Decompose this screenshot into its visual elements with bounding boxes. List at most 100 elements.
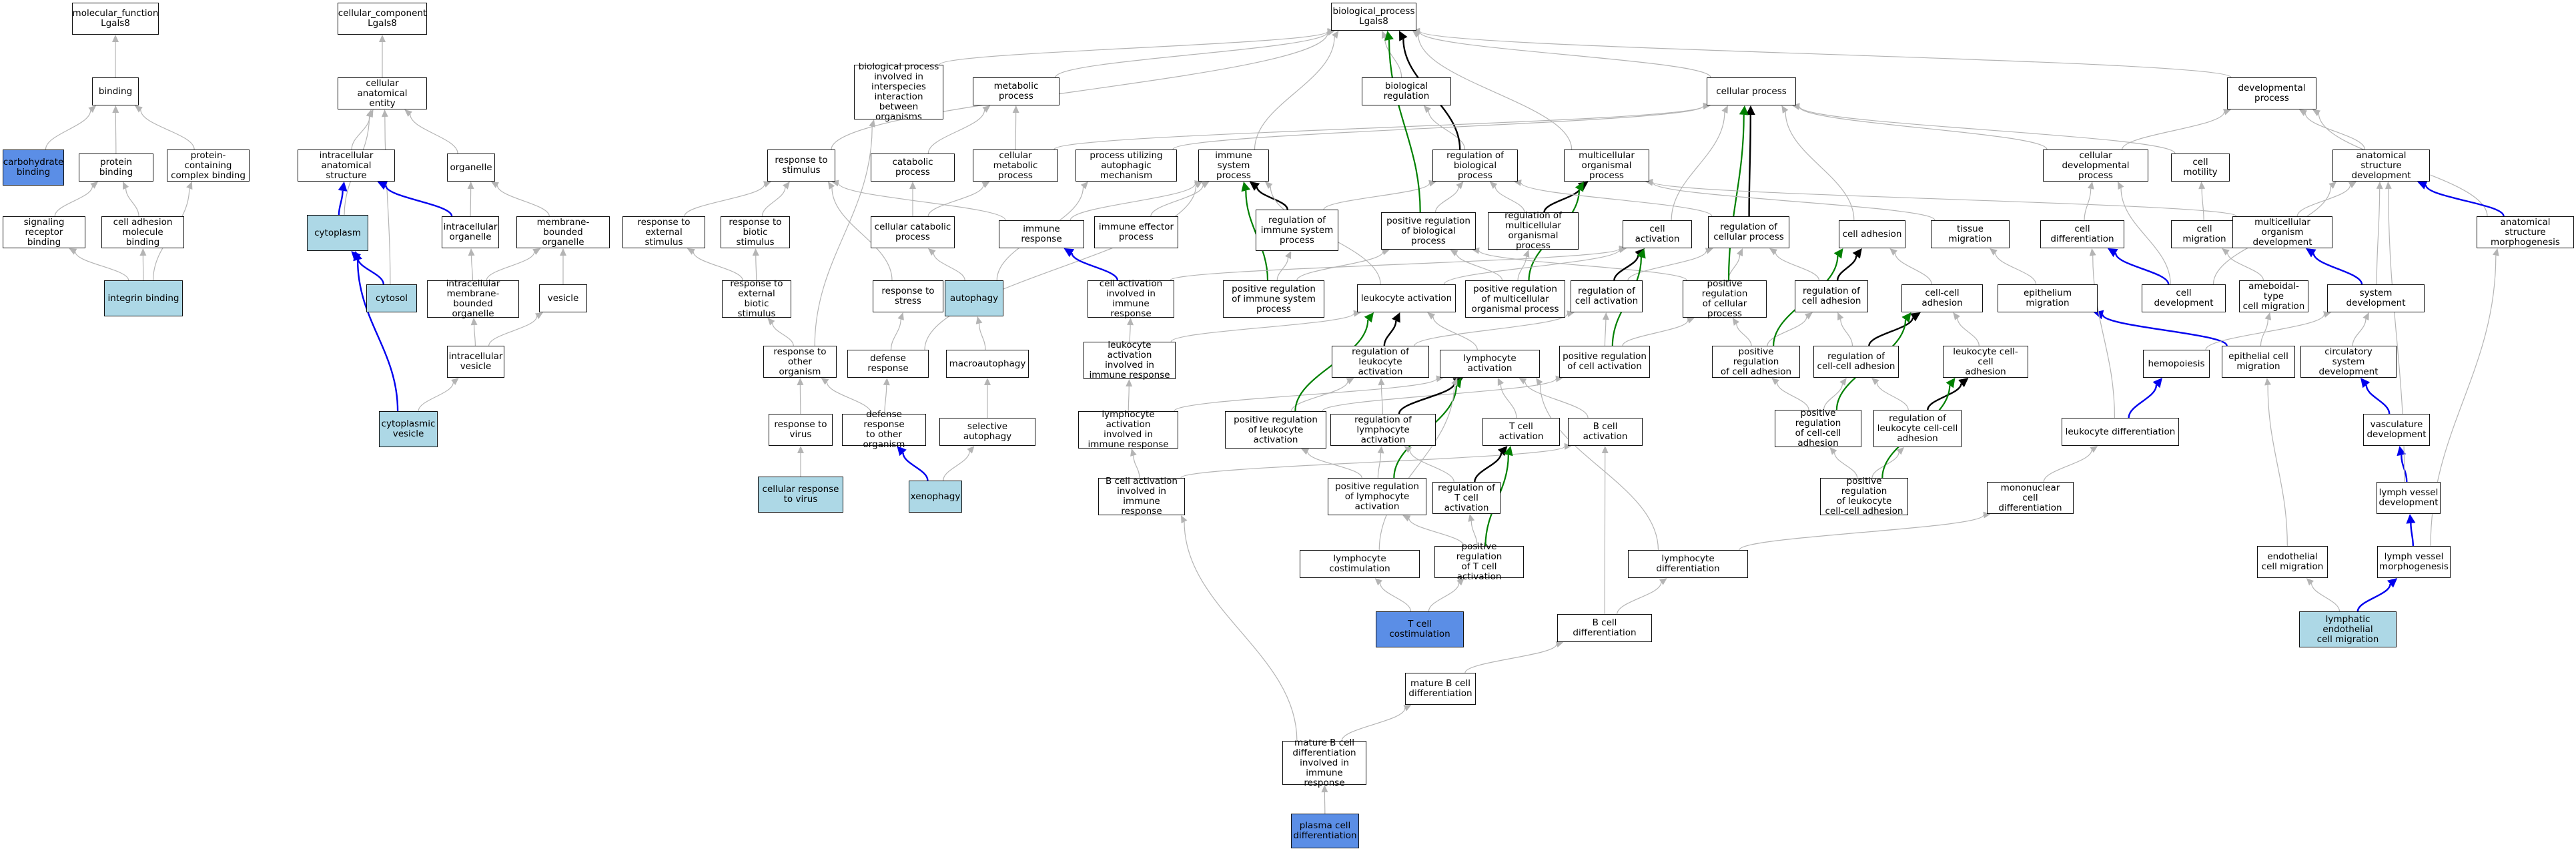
- term-node-posregbp[interactable]: positive regulation of biological proces…: [1381, 212, 1476, 250]
- term-node-epimig[interactable]: epithelium migration: [1998, 284, 2098, 312]
- term-node-bp[interactable]: biological_process Lgals8: [1331, 3, 1416, 31]
- term-node-mbdiff[interactable]: mature B cell differentiation: [1405, 673, 1476, 705]
- term-node-ccp[interactable]: cellular catabolic process: [871, 216, 955, 248]
- term-node-posregcellact[interactable]: positive regulation of cell activation: [1559, 346, 1650, 378]
- term-node-leukdiff[interactable]: leukocyte differentiation: [2062, 418, 2179, 446]
- term-node-plasma[interactable]: plasma cell differentiation: [1291, 814, 1359, 848]
- term-node-posregimm[interactable]: positive regulation of immune system pro…: [1223, 280, 1324, 318]
- term-node-rebs[interactable]: response to external biotic stimulus: [722, 279, 791, 319]
- term-node-intorg[interactable]: intracellular organelle: [442, 216, 499, 248]
- term-node-intbind[interactable]: integrin binding: [104, 280, 183, 316]
- term-node-xeno[interactable]: xenophagy: [909, 481, 962, 513]
- term-node-lymdiff[interactable]: lymphocyte differentiation: [1628, 550, 1748, 578]
- term-node-immresp[interactable]: immune response: [999, 220, 1084, 248]
- term-node-tcellact[interactable]: T cell activation: [1482, 418, 1560, 446]
- term-node-cytosol[interactable]: cytosol: [366, 284, 417, 312]
- term-node-mf[interactable]: molecular_function Lgals8: [72, 3, 159, 35]
- term-node-posregleuk[interactable]: positive regulation of leukocyte activat…: [1225, 411, 1326, 449]
- term-node-regcellact[interactable]: regulation of cell activation: [1571, 280, 1643, 312]
- term-node-pum[interactable]: process utilizing autophagic mechanism: [1076, 150, 1177, 182]
- term-node-immsys[interactable]: immune system process: [1198, 150, 1269, 182]
- term-node-respstim[interactable]: response to stimulus: [767, 150, 835, 182]
- term-node-autophagy[interactable]: autophagy: [945, 280, 1003, 316]
- term-node-srb[interactable]: signaling receptor binding: [3, 216, 85, 248]
- term-node-circsys[interactable]: circulatory system development: [2300, 346, 2397, 378]
- term-node-cellproc[interactable]: cellular process: [1707, 77, 1796, 105]
- term-node-regccadh[interactable]: regulation of cell-cell adhesion: [1813, 346, 1899, 378]
- term-node-cae[interactable]: cellular anatomical entity: [338, 77, 427, 109]
- term-node-rbs[interactable]: response to biotic stimulus: [721, 216, 790, 248]
- term-node-bioreg[interactable]: biological regulation: [1362, 77, 1451, 105]
- term-node-ieproc[interactable]: immune effector process: [1094, 216, 1178, 248]
- term-node-lymcost[interactable]: lymphocyte costimulation: [1300, 550, 1420, 578]
- term-node-defother[interactable]: defense response to other organism: [842, 410, 926, 450]
- term-node-binding[interactable]: binding: [92, 77, 139, 105]
- term-node-posregcp[interactable]: positive regulation of cellular process: [1683, 279, 1767, 319]
- term-node-vesicle[interactable]: vesicle: [539, 284, 587, 312]
- term-node-mbdiir[interactable]: mature B cell differentiation involved i…: [1282, 738, 1366, 788]
- term-node-celldev[interactable]: cell development: [2142, 284, 2226, 312]
- term-node-selaut[interactable]: selective autophagy: [939, 418, 1035, 446]
- term-node-lccadh[interactable]: leukocyte cell-cell adhesion: [1943, 346, 2028, 378]
- term-node-defresp[interactable]: defense response: [847, 350, 929, 378]
- term-node-cellmot[interactable]: cell motility: [2171, 154, 2230, 182]
- term-node-asd[interactable]: anatomical structure development: [2332, 150, 2430, 182]
- term-node-celladh[interactable]: cell adhesion: [1839, 220, 1905, 248]
- term-node-regcelladh[interactable]: regulation of cell adhesion: [1795, 280, 1868, 312]
- term-node-lymiir[interactable]: lymphocyte activation involved in immune…: [1078, 410, 1178, 450]
- term-node-reglccadh[interactable]: regulation of leukocyte cell-cell adhesi…: [1873, 410, 1962, 447]
- term-node-ameb[interactable]: ameboidal-type cell migration: [2239, 280, 2308, 312]
- term-node-celldevproc[interactable]: cellular developmental process: [2043, 150, 2148, 182]
- term-node-cellmig[interactable]: cell migration: [2171, 220, 2238, 248]
- term-node-bpinter[interactable]: biological process involved in interspec…: [854, 62, 943, 122]
- term-node-protbind[interactable]: protein binding: [79, 154, 153, 182]
- term-node-posreglymph[interactable]: positive regulation of lymphocyte activa…: [1328, 478, 1426, 515]
- term-node-cc[interactable]: cellular_component Lgals8: [338, 3, 427, 35]
- term-node-posregccadh[interactable]: positive regulation of cell-cell adhesio…: [1775, 408, 1861, 449]
- term-node-devproc[interactable]: developmental process: [2227, 77, 2316, 109]
- term-node-regcp[interactable]: regulation of cellular process: [1708, 216, 1789, 248]
- term-node-ias[interactable]: intracellular anatomical structure: [298, 150, 395, 182]
- term-node-carb[interactable]: carbohydrate binding: [3, 150, 64, 186]
- term-node-posregcelladh[interactable]: positive regulation of cell adhesion: [1712, 346, 1800, 378]
- term-node-rother[interactable]: response to other organism: [763, 346, 837, 378]
- term-node-regtcell[interactable]: regulation of T cell activation: [1432, 482, 1500, 514]
- term-node-tcost[interactable]: T cell costimulation: [1376, 611, 1464, 647]
- term-node-rstress[interactable]: response to stress: [873, 280, 943, 312]
- term-node-endomig[interactable]: endothelial cell migration: [2257, 546, 2328, 578]
- term-node-regmcop[interactable]: regulation of multicellular organismal p…: [1488, 211, 1579, 251]
- term-node-sysdev[interactable]: system development: [2327, 284, 2425, 312]
- term-node-organelle[interactable]: organelle: [447, 154, 495, 182]
- term-node-pcbind[interactable]: protein-containing complex binding: [167, 150, 250, 182]
- term-node-lecmig[interactable]: lymphatic endothelial cell migration: [2299, 611, 2397, 647]
- term-node-reglymph[interactable]: regulation of lymphocyte activation: [1330, 414, 1436, 446]
- term-node-catab[interactable]: catabolic process: [871, 154, 955, 182]
- term-node-leukact[interactable]: leukocyte activation: [1357, 284, 1456, 312]
- term-node-posreglccadh[interactable]: positive regulation of leukocyte cell-ce…: [1820, 477, 1908, 517]
- term-node-mcop[interactable]: multicellular organismal process: [1564, 150, 1649, 182]
- term-node-mcod[interactable]: multicellular organism development: [2232, 216, 2332, 248]
- term-node-cellact[interactable]: cell activation: [1623, 220, 1692, 248]
- term-node-mbo[interactable]: membrane-bounded organelle: [516, 216, 610, 248]
- term-node-celldiff[interactable]: cell differentiation: [2040, 220, 2124, 248]
- term-node-crvirus[interactable]: cellular response to virus: [758, 477, 843, 513]
- term-node-lvmorph[interactable]: lymph vessel morphogenesis: [2377, 546, 2451, 578]
- term-node-regbp[interactable]: regulation of biological process: [1432, 150, 1518, 182]
- term-node-camb[interactable]: cell adhesion molecule binding: [101, 216, 184, 248]
- term-node-regimm[interactable]: regulation of immune system process: [1256, 210, 1338, 251]
- term-node-asm[interactable]: anatomical structure morphogenesis: [2477, 216, 2574, 248]
- term-node-lymphact[interactable]: lymphocyte activation: [1440, 350, 1540, 378]
- term-node-cellmetab[interactable]: cellular metabolic process: [973, 150, 1058, 182]
- term-node-caiir[interactable]: cell activation involved in immune respo…: [1088, 279, 1174, 319]
- term-node-rvirus[interactable]: response to virus: [769, 414, 833, 446]
- term-node-bcaiir[interactable]: B cell activation involved in immune res…: [1098, 477, 1185, 517]
- term-node-epicellmig[interactable]: epithelial cell migration: [2222, 346, 2295, 378]
- term-node-macroaut[interactable]: macroautophagy: [946, 350, 1029, 378]
- term-node-mono[interactable]: mononuclear cell differentiation: [1987, 482, 2074, 514]
- term-node-laiir[interactable]: leukocyte activation involved in immune …: [1084, 340, 1176, 380]
- term-node-lvdev[interactable]: lymph vessel development: [2377, 482, 2441, 514]
- term-node-res[interactable]: response to external stimulus: [622, 216, 705, 248]
- term-node-ccadh[interactable]: cell-cell adhesion: [1901, 284, 1983, 312]
- term-node-imbo[interactable]: intracellular membrane-bounded organelle: [427, 279, 519, 319]
- term-node-posregtcell[interactable]: positive regulation of T cell activation: [1434, 542, 1524, 582]
